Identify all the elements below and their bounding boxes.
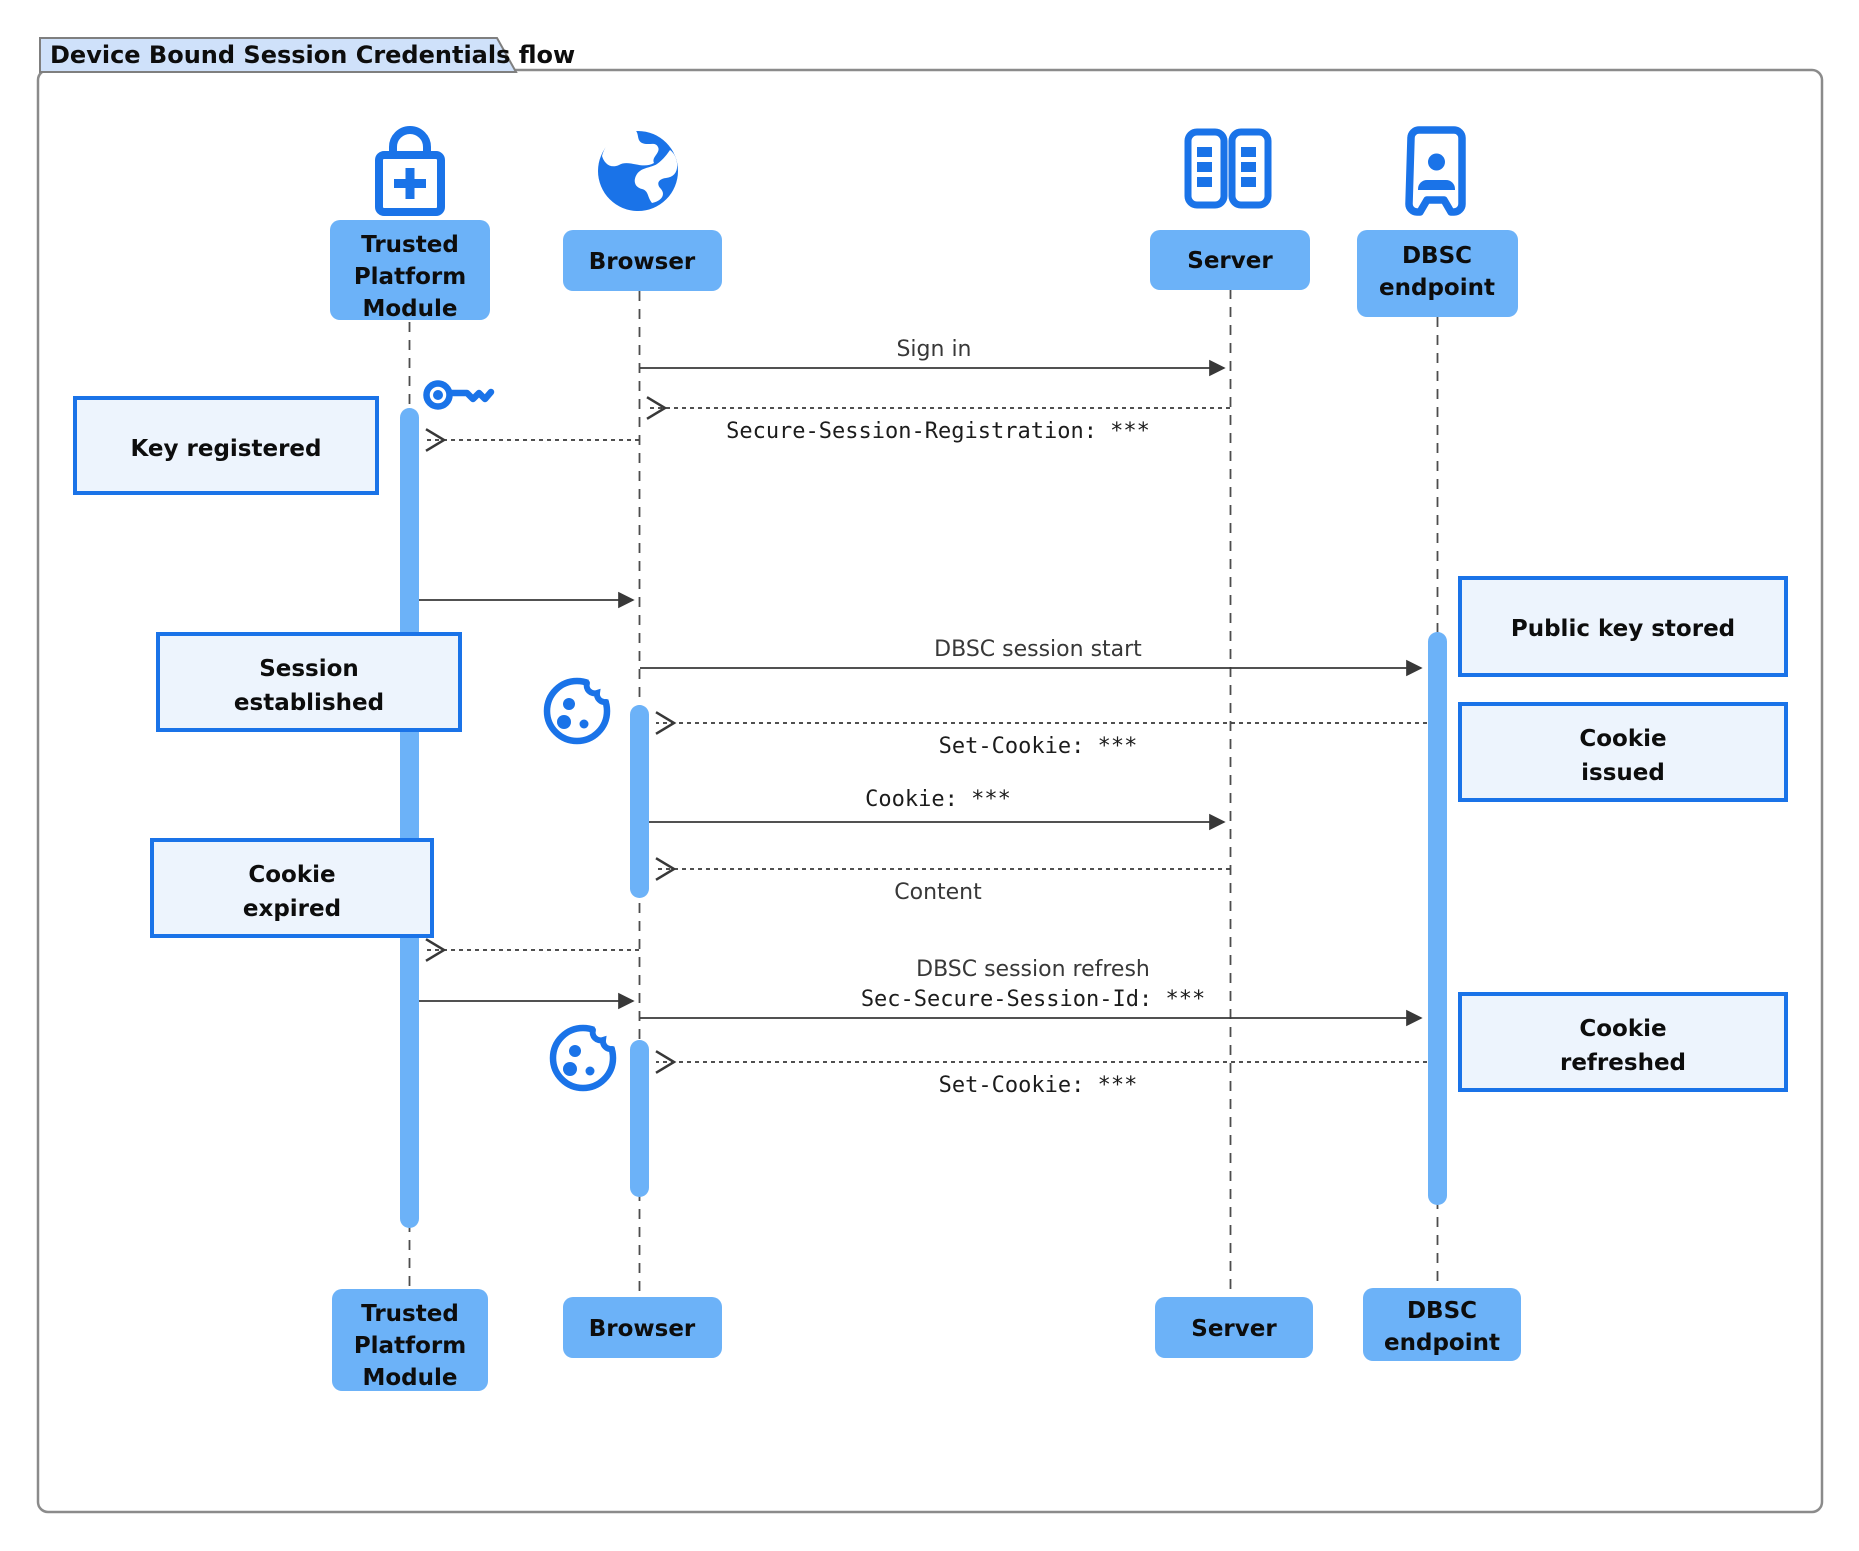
actor-label-box	[1155, 1297, 1313, 1358]
note-label: Public key stored	[1511, 616, 1735, 642]
actor-top-server: Server	[1150, 128, 1310, 290]
message-label: DBSC session start	[934, 637, 1142, 662]
message-secure-session-registration: Secure-Session-Registration: ***	[646, 396, 1230, 444]
actor-label-box	[330, 220, 490, 320]
message-cookie: Cookie: ***	[649, 787, 1226, 831]
actor-label-line: Module	[362, 296, 457, 322]
message-dbsc-session-refresh: DBSC session refresh Sec-Secure-Session-…	[640, 957, 1423, 1027]
note-public-key-stored: Public key stored	[1458, 576, 1788, 677]
actor-label-box	[1150, 230, 1310, 290]
note-session-established: Session established	[156, 632, 462, 732]
message-label: Cookie: ***	[865, 787, 1011, 812]
actor-label-box	[1363, 1288, 1521, 1361]
message-set-cookie-2: Set-Cookie: ***	[655, 1050, 1427, 1098]
actor-label-line: DBSC	[1402, 243, 1472, 269]
activation-bar-dbsc	[1428, 632, 1447, 1205]
actor-top-browser: Browser	[563, 129, 722, 291]
activation-bar-browser-2	[630, 1040, 649, 1197]
note-box	[73, 396, 379, 495]
globe-icon	[598, 129, 678, 211]
actor-label-line: Platform	[354, 264, 466, 290]
message-content: Content	[655, 857, 1230, 905]
message-label: Secure-Session-Registration: ***	[726, 419, 1150, 444]
note-label: Cookie	[248, 862, 335, 888]
diagram-title: Device Bound Session Credentials flow	[39, 37, 575, 73]
actor-label-box	[332, 1289, 488, 1391]
activation-bar-tpm	[400, 408, 419, 1228]
actor-bottom-server: Server	[1155, 1297, 1313, 1358]
actor-label-line: Platform	[354, 1333, 466, 1359]
actor-top-dbsc: DBSC endpoint	[1357, 126, 1518, 317]
actor-top-tpm: Trusted Platform Module	[330, 126, 490, 322]
note-label: refreshed	[1560, 1050, 1686, 1076]
note-label: Cookie	[1579, 1016, 1666, 1042]
note-cookie-issued: Cookie issued	[1458, 702, 1788, 802]
actor-bottom-browser: Browser	[563, 1297, 722, 1358]
actor-label-line: Server	[1191, 1316, 1277, 1342]
actor-label-line: endpoint	[1379, 275, 1495, 301]
actor-label-line: DBSC	[1407, 1298, 1477, 1324]
actor-label-box	[563, 230, 722, 291]
actor-bottom-dbsc: DBSC endpoint	[1363, 1288, 1521, 1361]
message-label: Sign in	[896, 337, 971, 362]
actor-label-line: Trusted	[361, 232, 459, 258]
note-cookie-expired: Cookie expired	[150, 838, 434, 938]
message-sign-in: Sign in	[640, 337, 1226, 377]
note-box	[1458, 576, 1788, 677]
actor-label-box	[1357, 230, 1518, 317]
note-label: Cookie	[1579, 726, 1666, 752]
contact-badge-icon	[1405, 126, 1466, 216]
message-label: DBSC session refresh	[916, 957, 1150, 982]
note-box	[156, 632, 462, 732]
actor-label-line: Browser	[589, 1316, 696, 1342]
message-label: Content	[894, 880, 982, 905]
actor-label-line: Browser	[589, 249, 696, 275]
actor-label-line: endpoint	[1384, 1330, 1500, 1356]
actor-label-line: Trusted	[361, 1301, 459, 1327]
actor-bottom-tpm: Trusted Platform Module	[332, 1289, 488, 1391]
message-label: Set-Cookie: ***	[939, 1073, 1138, 1098]
note-key-registered: Key registered	[73, 396, 379, 495]
message-set-cookie-1: Set-Cookie: ***	[655, 711, 1427, 759]
note-box	[150, 838, 434, 938]
diagram-frame	[36, 68, 1824, 1514]
key-icon	[423, 380, 495, 410]
message-label: Set-Cookie: ***	[939, 734, 1138, 759]
actor-label-line: Server	[1187, 248, 1273, 274]
title-text: Device Bound Session Credentials flow	[50, 41, 575, 69]
message-label: Sec-Secure-Session-Id: ***	[861, 987, 1205, 1012]
actor-label-box	[563, 1297, 722, 1358]
note-label: Key registered	[131, 436, 322, 462]
note-cookie-refreshed: Cookie refreshed	[1458, 992, 1788, 1092]
actor-label-line: Module	[362, 1365, 457, 1391]
note-box	[1458, 992, 1788, 1092]
note-label: expired	[243, 896, 341, 922]
cookie-icon	[549, 1023, 618, 1092]
cookie-icon	[543, 676, 612, 745]
note-label: established	[234, 690, 384, 716]
note-label: Session	[259, 656, 359, 682]
lock-plus-icon	[375, 126, 445, 216]
activation-bar-browser-1	[630, 705, 649, 898]
message-dbsc-session-start: DBSC session start	[640, 637, 1423, 677]
server-racks-icon	[1184, 128, 1272, 209]
title-box	[39, 37, 518, 73]
note-box	[1458, 702, 1788, 802]
note-label: issued	[1581, 760, 1665, 786]
